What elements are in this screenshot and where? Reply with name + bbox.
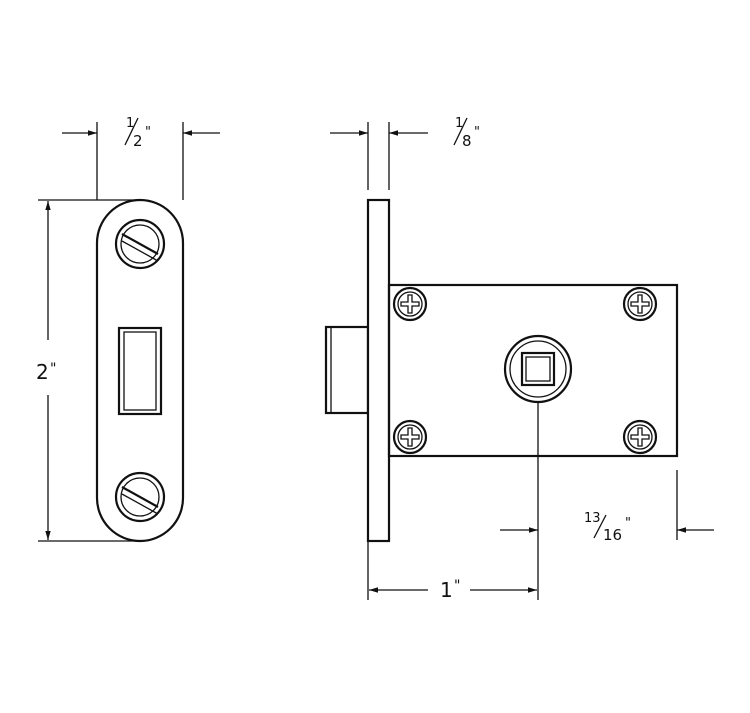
dimension-faceplate-width: 1 2 " xyxy=(62,116,220,200)
dim-edge-unit: " xyxy=(625,516,631,531)
phillips-screw-icon xyxy=(392,286,428,322)
slotted-screw-icon xyxy=(114,218,166,270)
latch-body xyxy=(387,283,679,458)
phillips-screw-icon xyxy=(392,419,428,455)
dim-backset-unit: " xyxy=(454,578,460,594)
slotted-screw-icon xyxy=(114,471,166,523)
dim-edge-num: 13 xyxy=(584,511,601,526)
dim-width-den: 2 xyxy=(133,132,143,150)
latch-bolt xyxy=(324,325,370,415)
dimension-faceplate-height: 2 " xyxy=(36,199,140,542)
dim-thickness-den: 8 xyxy=(462,132,472,150)
dim-edge-den: 16 xyxy=(603,526,622,544)
face-plate-edge xyxy=(366,198,391,543)
latch-side-view xyxy=(324,198,679,543)
dim-height-unit: " xyxy=(50,361,56,377)
dim-thickness-unit: " xyxy=(474,125,480,140)
faceplate-front-view xyxy=(95,198,185,543)
dimension-body-edge: 13 16 " xyxy=(500,402,714,600)
spindle-hub xyxy=(503,334,573,404)
dim-thickness-num: 1 xyxy=(455,116,463,131)
dim-height-value: 2 xyxy=(36,360,49,384)
dimension-plate-thickness: 1 8 " xyxy=(330,116,480,190)
phillips-screw-icon xyxy=(622,286,658,322)
dim-width-num: 1 xyxy=(126,116,134,131)
dim-backset-value: 1 xyxy=(440,578,453,602)
latch-slot xyxy=(117,326,163,416)
phillips-screw-icon xyxy=(622,419,658,455)
dimension-backset: 1 " xyxy=(367,541,537,602)
dim-width-unit: " xyxy=(145,125,151,140)
